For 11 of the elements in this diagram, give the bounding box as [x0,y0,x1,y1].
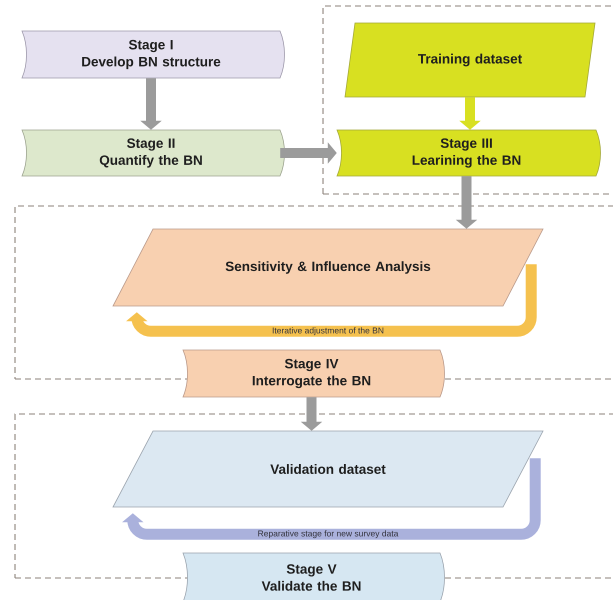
stage-banner: Stage IV Interrogate the BN [182,350,445,398]
edge-label: Reparative stage for new survey data [257,530,399,539]
dashed-group-frame [322,5,613,195]
stage-banner: Stage II Quantify the BN [22,130,285,176]
stage-banner: Stage I Develop BN structure [22,30,285,78]
edge-label: Iterative adjustment of the BN [271,326,385,336]
stage-banner: Stage III Learining the BN [336,130,601,176]
data-parallelogram: Training dataset [344,22,596,98]
stage-banner: Stage V Validate the BN [182,552,445,600]
curved-arrow [126,264,537,337]
curved-arrow [122,458,541,540]
